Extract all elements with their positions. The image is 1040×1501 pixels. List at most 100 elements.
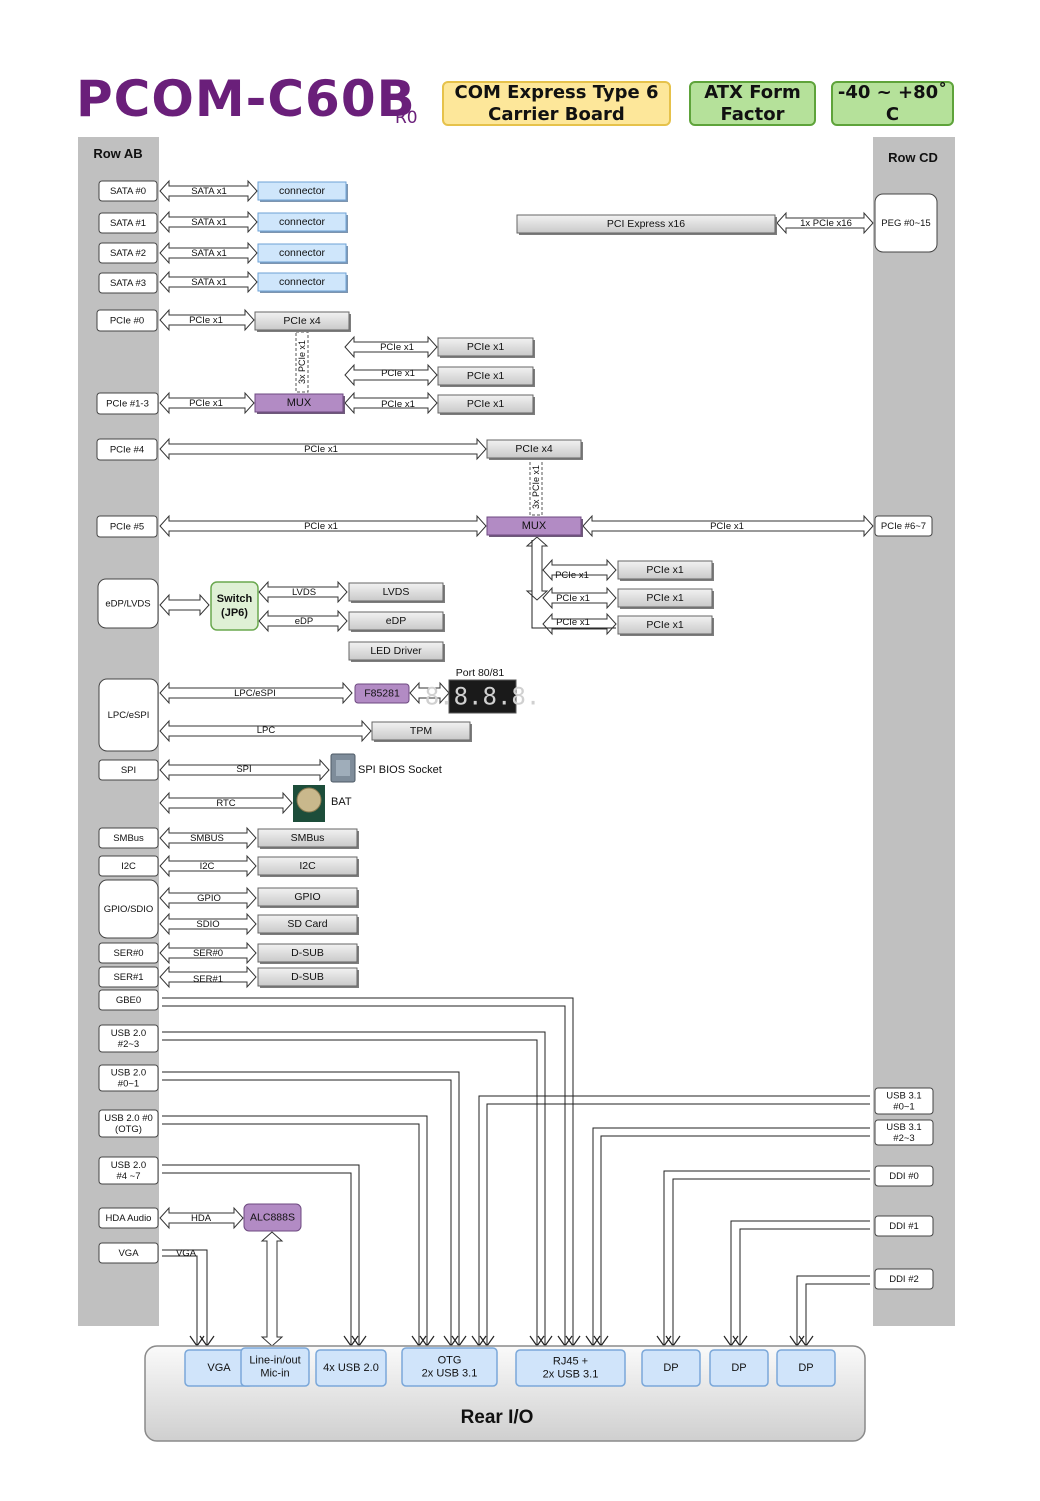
link-label: SATA x1	[191, 217, 227, 228]
signal-route	[162, 1123, 420, 1346]
function-box-label: PCIe x1	[646, 592, 684, 604]
f85281-label: F85281	[364, 688, 400, 700]
link-label: PCIe x1	[304, 521, 338, 532]
bus-arrow	[159, 941, 257, 965]
link-label: VGA	[176, 1248, 197, 1259]
bus-arrow	[159, 719, 372, 743]
switch-jp6	[210, 581, 259, 631]
vertical-link-label: 3x PCIe x1	[531, 465, 541, 509]
bus-arrow	[776, 211, 874, 235]
row-ab-pin	[98, 942, 159, 964]
rear-port-box	[776, 1349, 836, 1387]
function-box	[437, 394, 534, 414]
function-box	[254, 311, 350, 331]
row-ab-pin-label: VGA	[118, 1248, 139, 1259]
link-label: HDA	[191, 1213, 212, 1224]
bus-arrow	[159, 514, 487, 538]
signal-route	[162, 1115, 428, 1346]
signal-route	[162, 1039, 538, 1346]
link-label: SATA x1	[191, 248, 227, 259]
row-cd-pin-label: PEG #0~15	[881, 218, 930, 229]
function-box-label: D-SUB	[291, 971, 324, 983]
mux-label: MUX	[522, 520, 547, 532]
link-label: PCIe x1	[710, 521, 744, 532]
signal-route	[162, 1005, 566, 1346]
link-label: PCIe x1	[189, 398, 223, 409]
bus-arrow	[159, 241, 258, 265]
signal-route	[162, 1031, 546, 1346]
bus-arrow	[159, 912, 257, 936]
sata-connector	[257, 272, 347, 292]
function-box	[486, 439, 582, 459]
row-ab-pin	[98, 180, 158, 202]
bus-arrow	[258, 609, 348, 633]
row-ab-pin-label: SATA #3	[110, 278, 146, 289]
bus-arrow	[159, 179, 258, 203]
rear-port-box	[641, 1349, 701, 1387]
row-ab-pin-label: SPI	[121, 765, 136, 776]
row-cd-rail	[873, 137, 955, 1326]
signal-route	[162, 1255, 198, 1346]
link-label: LVDS	[292, 587, 316, 598]
link-label: eDP	[295, 616, 313, 627]
link-label: SMBUS	[190, 833, 224, 844]
function-box	[437, 366, 534, 386]
row-ab-pin	[98, 272, 158, 294]
alc888s-chip	[243, 1203, 302, 1232]
link-label: SPI	[236, 764, 251, 775]
link-label: PCIe x1	[380, 342, 414, 353]
row-ab-pin-label: PCIe #1-3	[106, 398, 149, 409]
link-label: SER#1	[193, 974, 223, 985]
row-ab-pin-label: SATA #0	[110, 186, 146, 197]
row-ab-pin	[98, 678, 159, 752]
f85281-chip	[354, 683, 410, 704]
function-box-label: PCIe x1	[467, 398, 505, 410]
function-box	[257, 887, 358, 907]
rear-port-box	[401, 1347, 498, 1387]
mux-box	[486, 516, 582, 536]
row-ab-pin	[98, 827, 159, 849]
spi-bios-label: SPI BIOS Socket	[358, 764, 442, 776]
port80-digits: 8.8.8.8.	[425, 683, 541, 711]
function-box	[348, 611, 444, 631]
alc888s-label: ALC888S	[250, 1212, 295, 1224]
row-ab-label: Row AB	[93, 146, 142, 161]
rear-port-box	[709, 1349, 769, 1387]
function-box	[348, 641, 444, 661]
rear-port-label: DP	[798, 1362, 813, 1374]
bus-arrow	[159, 593, 210, 617]
bus-arrow-vertical	[260, 1231, 284, 1347]
function-box-label: eDP	[386, 615, 406, 627]
function-box	[257, 967, 358, 987]
row-ab-pin-label: LPC/eSPI	[108, 710, 150, 721]
signal-route	[486, 1103, 870, 1346]
row-cd-pin-label: PCIe #6~7	[881, 521, 926, 532]
signal-route	[592, 1127, 870, 1346]
row-cd-pin	[874, 1119, 934, 1146]
row-ab-pin	[96, 438, 158, 461]
bus-arrow	[582, 514, 874, 538]
row-ab-pin	[98, 1207, 159, 1229]
link-label: SDIO	[196, 919, 219, 930]
row-cd-pin-label: DDI #2	[889, 1274, 919, 1285]
row-ab-pin	[98, 242, 158, 264]
bus-arrow	[159, 854, 257, 878]
bus-arrow	[542, 586, 617, 610]
bus-arrow	[159, 681, 353, 705]
row-ab-pin-label: SMBus	[113, 833, 144, 844]
link-label: PCIe x1	[381, 368, 415, 379]
function-box	[257, 828, 358, 848]
function-box	[617, 615, 713, 635]
link-label: SATA x1	[191, 186, 227, 197]
link-label: PCIe x1	[381, 399, 415, 410]
link-label: LPC	[257, 725, 276, 736]
function-box-label: PCIe x1	[646, 564, 684, 576]
row-cd-label: Row CD	[888, 150, 938, 165]
row-ab-pin	[98, 759, 159, 781]
row-ab-pin-label: SATA #2	[110, 248, 146, 259]
function-box	[516, 214, 776, 234]
row-ab-pin-label: PCIe #4	[110, 444, 144, 455]
row-cd-pin	[874, 1087, 934, 1115]
signal-route	[663, 1170, 870, 1346]
function-box	[617, 588, 713, 608]
